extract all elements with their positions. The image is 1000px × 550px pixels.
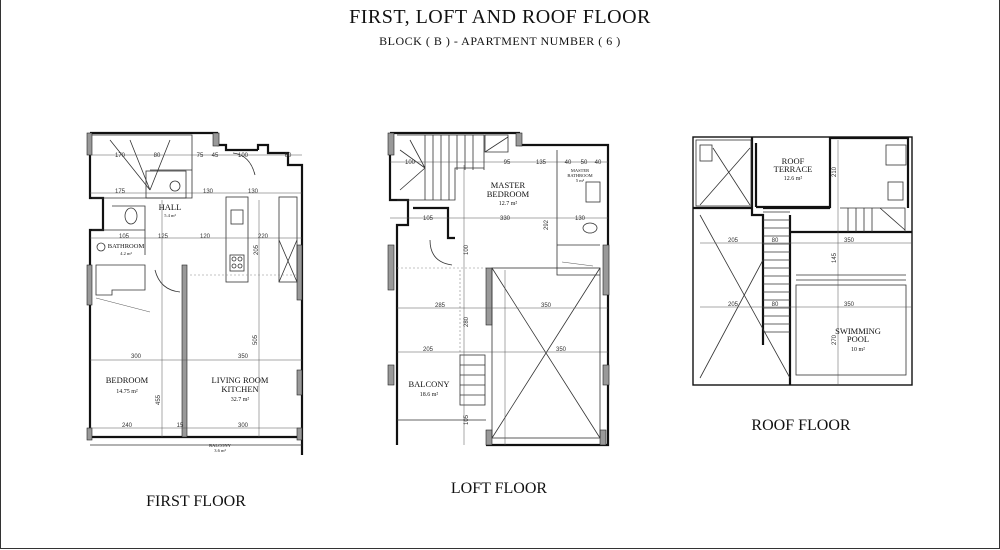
room-label-roof-terrace-2: TERRACE — [774, 164, 813, 174]
dimension-label: 105 — [423, 216, 434, 222]
room-label-roof-terrace: ROOF — [782, 156, 805, 166]
room-label-swimming-pool-2: POOL — [847, 334, 869, 344]
dimension-label: 270 — [832, 334, 838, 345]
dimension-label: 220 — [258, 234, 269, 240]
dimension-label: 95 — [504, 160, 511, 166]
room-area-living: 32.7 m² — [231, 397, 250, 403]
dimension-label: 100 — [464, 244, 470, 255]
dimension-label: 130 — [575, 216, 586, 222]
dimension-label: 240 — [122, 423, 133, 429]
dimension-label: 60 — [285, 153, 292, 159]
room-area-bedroom: 14.75 m² — [116, 389, 138, 395]
dimension-label: 100 — [238, 153, 249, 159]
room-area-roof-terrace: 12.6 m² — [784, 176, 803, 182]
room-area-bathroom: 4.2 m² — [120, 251, 132, 256]
dimension-label: 350 — [238, 354, 249, 360]
dimension-label: 175 — [115, 189, 126, 195]
room-area-swimming-pool: 10 m² — [851, 347, 865, 353]
dimension-label: 130 — [248, 189, 259, 195]
dimension-label: 300 — [131, 354, 142, 360]
dimension-label: 80 — [772, 238, 779, 244]
dimension-label: 280 — [464, 316, 470, 327]
dimension-label: 40 — [565, 160, 572, 166]
dimension-label: 285 — [435, 303, 446, 309]
dimension-label: 205 — [254, 244, 260, 255]
room-area-balcony: 18.6 m² — [420, 392, 439, 398]
room-label-living-room: LIVING ROOM — [212, 375, 269, 385]
dimension-label: 505 — [253, 334, 259, 345]
dimension-label: 205 — [423, 347, 434, 353]
room-label-balcony: BALCONY — [408, 379, 449, 389]
dimension-label: 170 — [115, 153, 126, 159]
dimension-label: 105 — [464, 414, 470, 425]
dimension-label: 350 — [844, 238, 855, 244]
room-label-master-bathroom-2: BATHROOM — [567, 173, 592, 178]
dimension-label: 45 — [212, 153, 219, 159]
dimension-label: 135 — [536, 160, 547, 166]
room-label-hall: HALL — [159, 202, 182, 212]
dimension-label: 210 — [832, 166, 838, 177]
dimension-label: 145 — [832, 252, 838, 263]
roof-floor-label: ROOF FLOOR — [751, 417, 850, 434]
loft-floor-label: LOFT FLOOR — [451, 480, 547, 497]
dimension-label: 80 — [154, 153, 161, 159]
room-label-bathroom: BATHROOM — [108, 243, 145, 250]
page-subtitle: BLOCK ( B ) - APARTMENT NUMBER ( 6 ) — [379, 34, 621, 48]
loft-floor-plan: MASTER BEDROOM 12.7 m² MASTER BATHROOM 5… — [387, 131, 610, 497]
room-area-master-bathroom: 5 m² — [576, 178, 585, 183]
dimension-label: 100 — [405, 160, 416, 166]
room-label-master-bedroom-2: BEDROOM — [487, 189, 530, 199]
dimension-label: 50 — [581, 160, 588, 166]
dimension-label: 130 — [203, 189, 214, 195]
dimension-label: 350 — [844, 302, 855, 308]
dimension-label: 75 — [197, 153, 204, 159]
dimension-label: 40 — [595, 160, 602, 166]
room-label-master-bathroom: MASTER — [571, 168, 589, 173]
dimension-label: 105 — [119, 234, 130, 240]
dimension-label: 205 — [728, 238, 739, 244]
dimension-label: 292 — [544, 219, 550, 230]
room-area-hall: 5.4 m² — [164, 213, 176, 218]
page-title: FIRST, LOFT AND ROOF FLOOR — [349, 6, 651, 28]
dimension-label: 350 — [556, 347, 567, 353]
room-label-balcony: BALCONY — [209, 443, 232, 448]
room-label-master-bedroom: MASTER — [491, 180, 526, 190]
roof-floor-plan: ROOF TERRACE 12.6 m² SWIMMING POOL 10 m²… — [692, 136, 913, 434]
dimension-label: 125 — [158, 234, 169, 240]
first-floor-plan: HALL 5.4 m² BATHROOM 4.2 m² BEDROOM 14.7… — [86, 131, 304, 510]
room-label-bedroom: BEDROOM — [106, 375, 149, 385]
dimension-label: 120 — [200, 234, 211, 240]
dimension-label: 300 — [238, 423, 249, 429]
room-area-master-bedroom: 12.7 m² — [499, 201, 518, 207]
dimension-label: 205 — [728, 302, 739, 308]
room-area-balcony: 3.6 m² — [214, 448, 226, 453]
dimension-label: 15 — [177, 423, 184, 429]
first-floor-label: FIRST FLOOR — [146, 493, 246, 510]
dimension-label: 350 — [541, 303, 552, 309]
room-label-swimming-pool: SWIMMING — [835, 326, 881, 336]
room-label-kitchen: KITCHEN — [221, 384, 258, 394]
dimension-label: 455 — [156, 394, 162, 405]
dimension-label: 330 — [500, 216, 511, 222]
dimension-label: 80 — [772, 302, 779, 308]
